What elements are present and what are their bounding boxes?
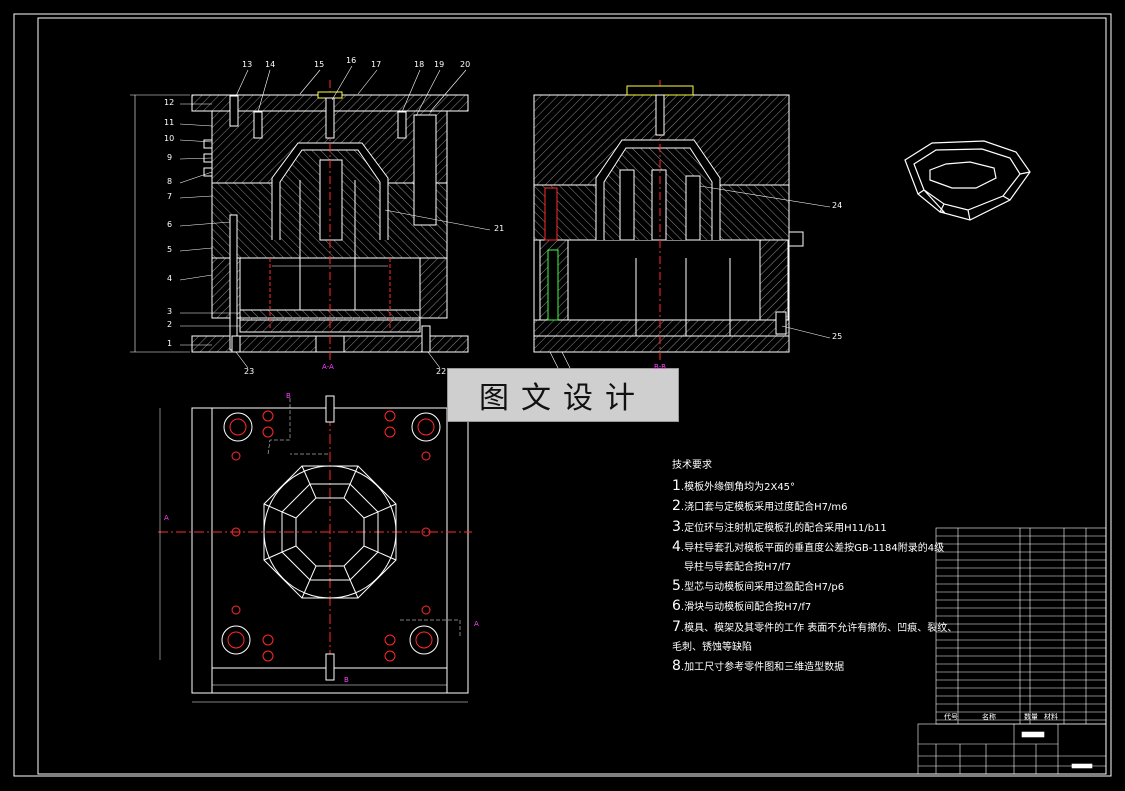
- part-number: 1: [167, 339, 173, 348]
- part-number: 9: [167, 153, 173, 162]
- part-number: 10: [164, 134, 175, 143]
- part-number: 11: [164, 118, 175, 127]
- tech-req-item: 4.导柱导套孔对模板平面的垂直度公差按GB-1184附录的4级: [672, 538, 945, 555]
- part-number: 24: [832, 201, 843, 210]
- part-number: 22: [436, 367, 447, 376]
- technical-requirements: 技术要求 1.模板外缘倒角均为2X45° 2.浇口套与定模板采用过度配合H7/m…: [672, 456, 957, 677]
- part-number: 14: [265, 60, 276, 69]
- part-number: 23: [244, 367, 255, 376]
- parts-list: [935, 527, 1107, 725]
- col-header-name: 名称: [982, 713, 996, 721]
- title-block: [917, 723, 1107, 775]
- part-number: 18: [414, 60, 425, 69]
- section-mark-a-left: A: [164, 514, 169, 522]
- section-view-bb: [533, 80, 804, 360]
- part-number: 25: [832, 332, 843, 341]
- section-label-bb: B-B: [654, 363, 666, 371]
- plan-view: [158, 395, 472, 703]
- outer-frame: [13, 13, 1112, 777]
- section-label-aa: A-A: [322, 363, 334, 371]
- part-number: 15: [314, 60, 325, 69]
- part-number: 13: [242, 60, 253, 69]
- part-number: 12: [164, 98, 175, 107]
- col-header-code: 代号: [944, 713, 958, 721]
- part-number: 2: [167, 320, 173, 329]
- part-number: 20: [460, 60, 471, 69]
- section-mark-b-bottom: B: [344, 676, 349, 684]
- tech-req-item: 7.模具、模架及其零件的工作 表面不允许有擦伤、凹痕、裂纹、: [672, 618, 958, 635]
- tech-req-item: 毛刺、锈蚀等缺陷: [672, 641, 752, 653]
- tech-req-item: 3.定位环与注射机定模板孔的配合采用H11/b11: [672, 518, 887, 535]
- section-mark-b-top: B: [286, 392, 291, 400]
- part-number: 7: [167, 192, 173, 201]
- tech-req-item: 1.模板外缘倒角均为2X45°: [672, 478, 796, 495]
- part-number: 5: [167, 245, 173, 254]
- leader-lines-left: [179, 65, 491, 369]
- col-header-qty: 数量: [1024, 713, 1038, 721]
- tech-req-item: 5.型芯与动模板间采用过盈配合H7/p6: [672, 578, 845, 595]
- inner-frame: [37, 17, 1107, 775]
- tech-req-title: 技术要求: [672, 460, 712, 471]
- part-number: 21: [494, 224, 505, 233]
- part-number: 8: [167, 177, 173, 186]
- tech-req-item: 6.滑块与动模板间配合按H7/f7: [672, 598, 812, 615]
- section-mark-a-right: A: [474, 620, 479, 628]
- part-number: 6: [167, 220, 173, 229]
- tech-req-item: 导柱与导套配合按H7/f7: [684, 562, 792, 574]
- part-number: 4: [167, 274, 173, 283]
- col-header-material: 材料: [1044, 713, 1058, 721]
- tech-req-item: 8.加工尺寸参考零件图和三维造型数据: [672, 658, 845, 675]
- part-number: 19: [434, 60, 445, 69]
- part-number: 3: [167, 307, 173, 316]
- tech-req-item: 2.浇口套与定模板采用过度配合H7/m6: [672, 498, 848, 515]
- part-number: 17: [371, 60, 382, 69]
- part-number: 16: [346, 56, 357, 65]
- part-isometric: [904, 140, 1031, 221]
- section-view-aa: [130, 80, 469, 360]
- watermark-label: 图文设计: [447, 368, 679, 422]
